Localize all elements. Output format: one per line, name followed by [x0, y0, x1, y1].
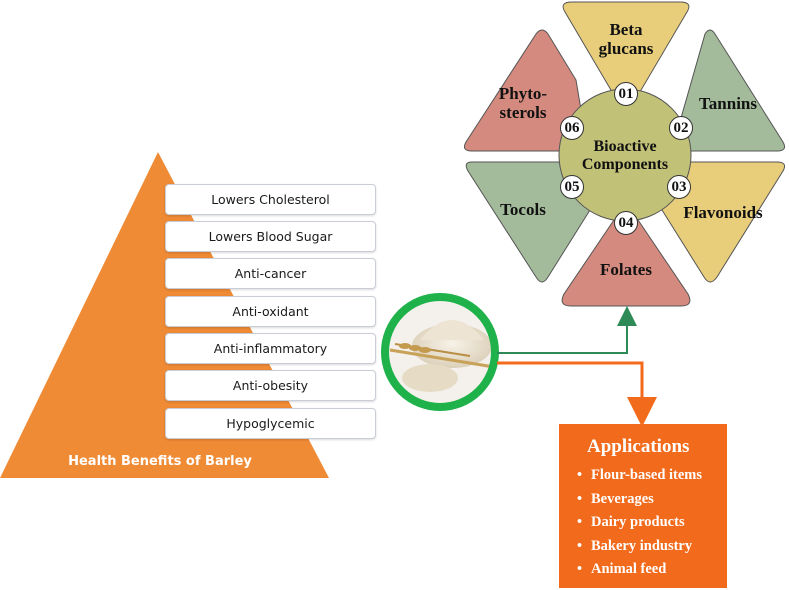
badge-06: 06 — [560, 116, 584, 140]
petal-label-line: Folates — [600, 260, 652, 279]
application-label: Beverages — [591, 490, 654, 507]
applications-list: • Flour-based items • Beverages • Dairy pro… — [577, 464, 727, 582]
application-label: Dairy products — [591, 514, 685, 530]
petal-label-line: Beta — [609, 20, 643, 39]
badge-03: 03 — [667, 175, 691, 199]
petal-label-line: Tocols — [500, 200, 546, 219]
petal-label-tannins: Tannins — [683, 94, 773, 113]
benefit-lowers-cholesterol: Lowers Cholesterol — [165, 184, 376, 215]
petal-label-phytosterols: Phyto- sterols — [478, 84, 568, 122]
benefit-anti-oxidant: Anti-oxidant — [165, 296, 376, 327]
application-label: Flour-based items — [591, 467, 703, 483]
petal-label-line: Phyto- — [498, 84, 548, 103]
benefit-anti-obesity: Anti-obesity — [165, 370, 376, 401]
arrow-to-components — [497, 306, 637, 354]
bullet-icon: • — [577, 514, 583, 530]
list-item: • Dairy products — [577, 511, 727, 535]
benefit-lowers-blood-sugar: Lowers Blood Sugar — [165, 221, 376, 252]
badge-04: 04 — [614, 211, 638, 235]
center-label-line: Components — [581, 156, 669, 173]
badge-01: 01 — [614, 82, 638, 106]
petal-label-line: Flavonoids — [683, 203, 763, 222]
badge-02: 02 — [669, 116, 693, 140]
bullet-icon: • — [577, 490, 583, 507]
list-item: • Bakery industry — [577, 535, 727, 559]
applications-box: Applications • Flour-based items • Beverag… — [559, 424, 727, 588]
list-item: • Animal feed — [577, 558, 727, 582]
list-item: • Flour-based items — [577, 464, 727, 488]
center-label: Bioactive Components — [565, 138, 685, 174]
bullet-icon: • — [577, 467, 583, 483]
benefit-anti-cancer: Anti-cancer — [165, 258, 376, 289]
barley-flour-icon — [381, 293, 499, 411]
arrow-to-applications — [497, 361, 657, 427]
petal-label-beta-glucans: Beta glucans — [580, 20, 672, 58]
list-item: • Beverages — [577, 488, 727, 512]
petal-label-flavonoids: Flavonoids — [668, 203, 778, 222]
bullet-icon: • — [577, 561, 583, 577]
application-label: Bakery industry — [591, 537, 693, 554]
benefit-hypoglycemic: Hypoglycemic — [165, 408, 376, 439]
bullet-icon: • — [577, 537, 583, 554]
petal-label-line: Tannins — [699, 94, 757, 113]
applications-title: Applications — [587, 436, 690, 457]
petal-label-folates: Folates — [580, 260, 672, 279]
application-label: Animal feed — [591, 561, 667, 577]
petal-flavonoids — [661, 161, 785, 283]
petal-label-tocols: Tocols — [478, 200, 568, 219]
badge-05: 05 — [560, 175, 584, 199]
center-label-line: Bioactive — [593, 138, 657, 155]
petal-label-line: sterols — [499, 103, 547, 122]
pyramid-caption: Health Benefits of Barley — [68, 454, 252, 469]
petal-label-line: glucans — [598, 39, 654, 58]
petal-tocols — [465, 161, 591, 283]
benefit-anti-inflammatory: Anti-inflammatory — [165, 333, 376, 364]
